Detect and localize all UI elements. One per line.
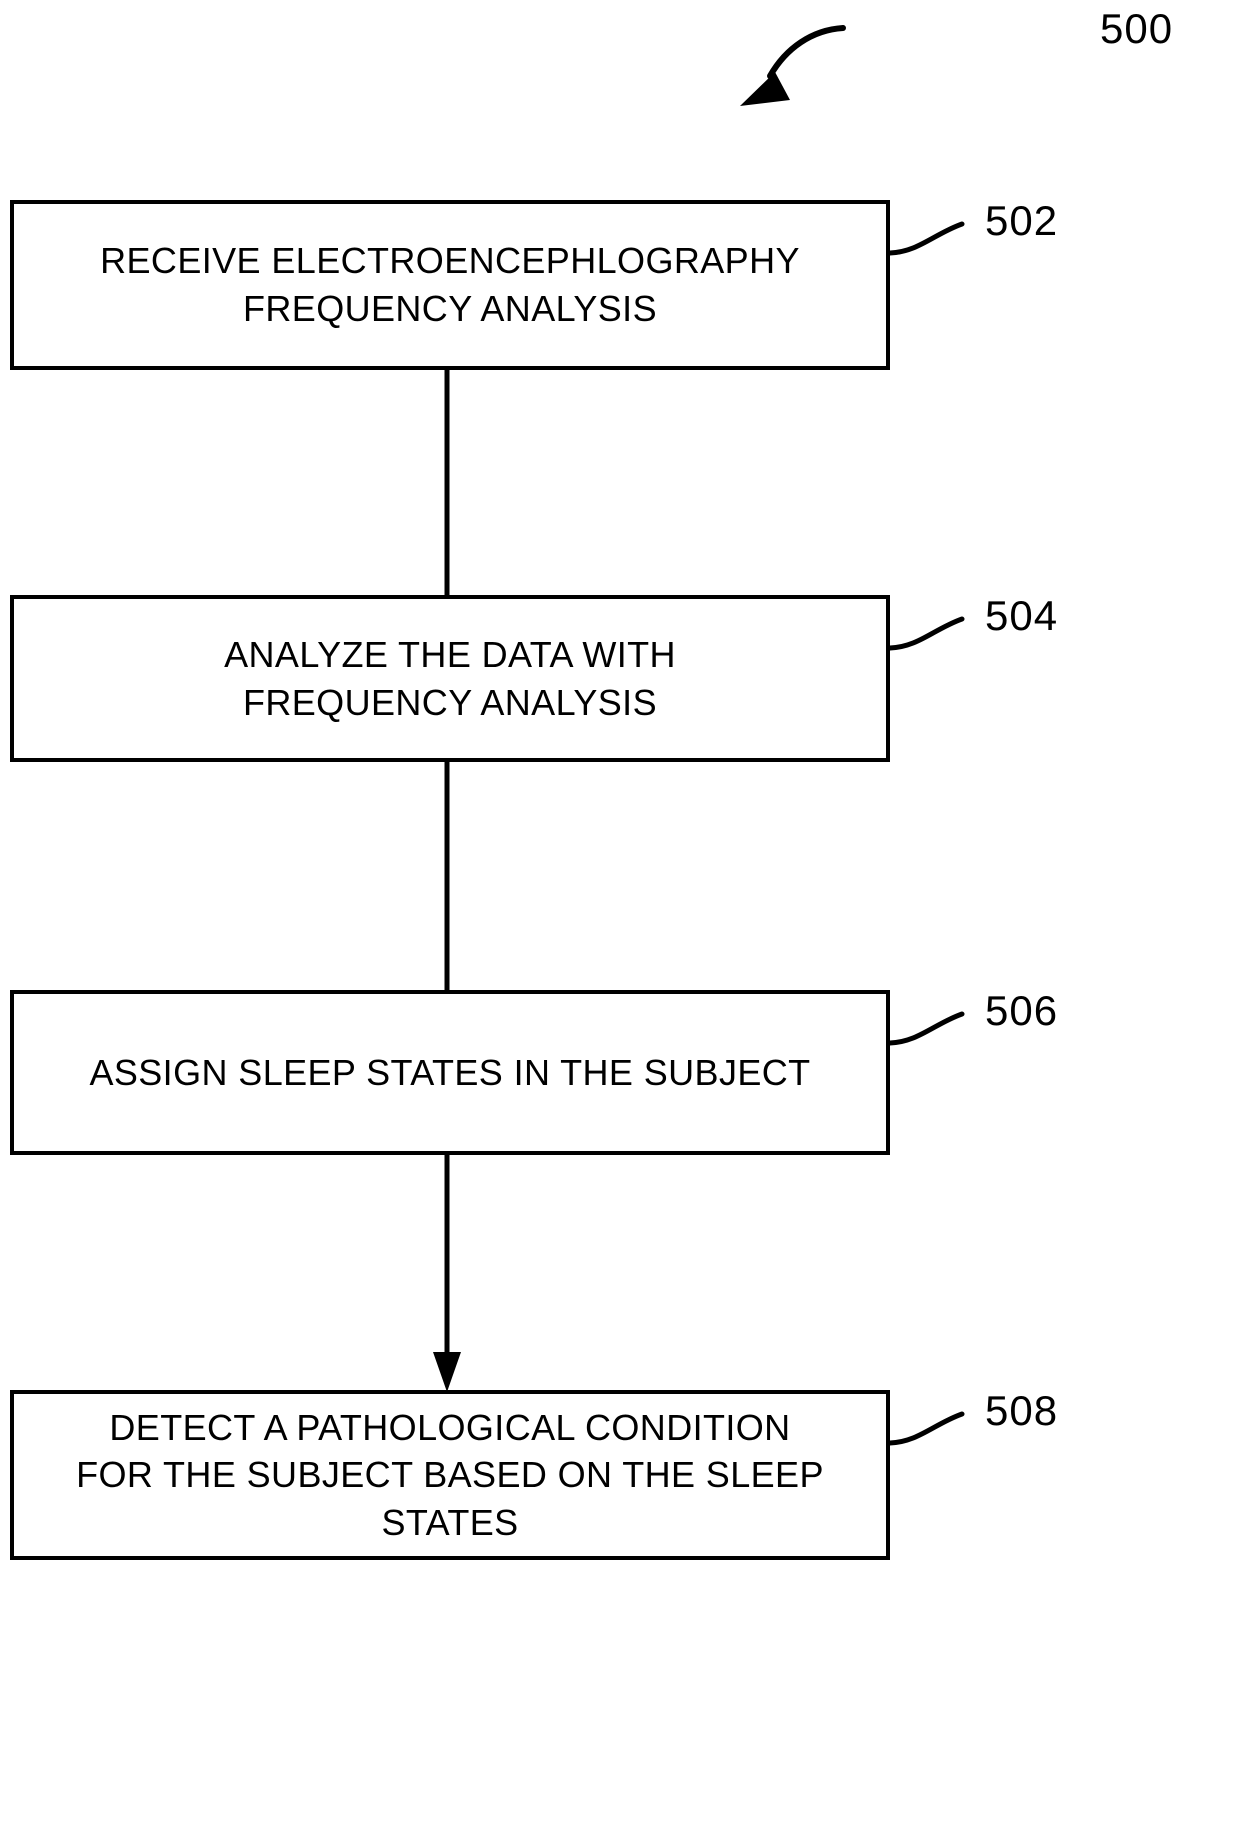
ref-leader-502 bbox=[887, 221, 965, 256]
ref-leader-508 bbox=[887, 1411, 965, 1446]
figure-number-500: 500 bbox=[1100, 5, 1174, 52]
connector-506-508 bbox=[433, 1155, 461, 1392]
flow-step-508[interactable]: DETECT A PATHOLOGICAL CONDITION FOR THE … bbox=[10, 1390, 890, 1560]
ref-leader-504 bbox=[887, 616, 965, 651]
ref-number-508: 508 bbox=[985, 1387, 1059, 1434]
ref-number-502: 502 bbox=[985, 197, 1059, 244]
flow-step-506[interactable]: ASSIGN SLEEP STATES IN THE SUBJECT bbox=[10, 990, 890, 1155]
figure-500-leader bbox=[740, 25, 846, 106]
flow-step-508-label: DETECT A PATHOLOGICAL CONDITION FOR THE … bbox=[76, 1406, 824, 1543]
ref-number-504: 504 bbox=[985, 592, 1059, 639]
flow-step-504-label: ANALYZE THE DATA WITH FREQUENCY ANALYSIS bbox=[224, 633, 676, 723]
flow-step-506-label: ASSIGN SLEEP STATES IN THE SUBJECT bbox=[89, 1051, 811, 1093]
ref-leader-506 bbox=[887, 1011, 965, 1046]
flow-step-502-label: RECEIVE ELECTROENCEPHLOGRAPHY FREQUENCY … bbox=[100, 240, 800, 329]
flow-step-504[interactable]: ANALYZE THE DATA WITH FREQUENCY ANALYSIS bbox=[10, 595, 890, 762]
flow-step-502[interactable]: RECEIVE ELECTROENCEPHLOGRAPHY FREQUENCY … bbox=[10, 200, 890, 370]
ref-number-506: 506 bbox=[985, 987, 1059, 1034]
